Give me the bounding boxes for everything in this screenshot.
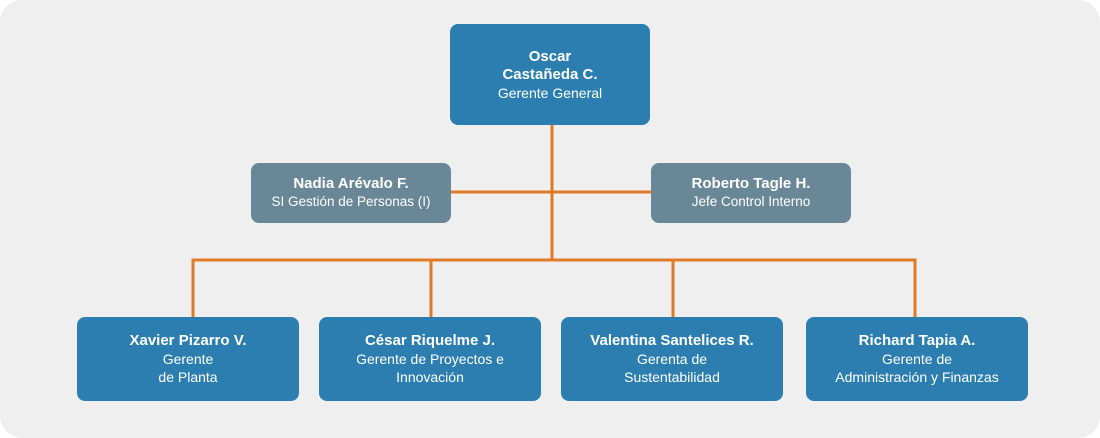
staff-role: Jefe Control Interno [691, 194, 811, 209]
manager-role-line-2: Administración y Finanzas [835, 369, 999, 385]
manager-role-line-1: Gerente de Proyectos e [356, 351, 504, 367]
manager-role-line-2: Sustentabilidad [624, 369, 720, 385]
ceo-name-line-1: Oscar [528, 47, 572, 65]
manager-name: Xavier Pizarro V. [129, 332, 247, 349]
staff-name: Nadia Arévalo F. [293, 175, 409, 192]
staff-box-personas: Nadia Arévalo F. SI Gestión de Personas … [251, 163, 451, 223]
staff-role: SI Gestión de Personas (I) [271, 194, 431, 209]
manager-role-line-1: Gerente [162, 351, 214, 367]
ceo-box: Oscar Castañeda C. Gerente General [450, 24, 650, 125]
ceo-name-line-2: Castañeda C. [502, 65, 598, 83]
manager-name: Valentina Santelices R. [590, 332, 754, 349]
manager-box-administracion: Richard Tapia A. Gerente de Administraci… [806, 317, 1028, 401]
staff-name: Roberto Tagle H. [691, 175, 811, 192]
manager-role-line-2: de Planta [158, 369, 218, 385]
manager-name: Richard Tapia A. [858, 332, 976, 349]
manager-box-sustentabilidad: Valentina Santelices R. Gerenta de Suste… [561, 317, 783, 401]
manager-role-line-1: Gerente de [881, 351, 953, 367]
manager-role-line-2: Innovación [396, 369, 464, 385]
staff-box-control-interno: Roberto Tagle H. Jefe Control Interno [651, 163, 851, 223]
manager-box-proyectos: César Riquelme J. Gerente de Proyectos e… [319, 317, 541, 401]
manager-role-line-1: Gerenta de [636, 351, 708, 367]
ceo-role: Gerente General [497, 84, 603, 101]
manager-box-planta: Xavier Pizarro V. Gerente de Planta [77, 317, 299, 401]
manager-name: César Riquelme J. [364, 332, 496, 349]
